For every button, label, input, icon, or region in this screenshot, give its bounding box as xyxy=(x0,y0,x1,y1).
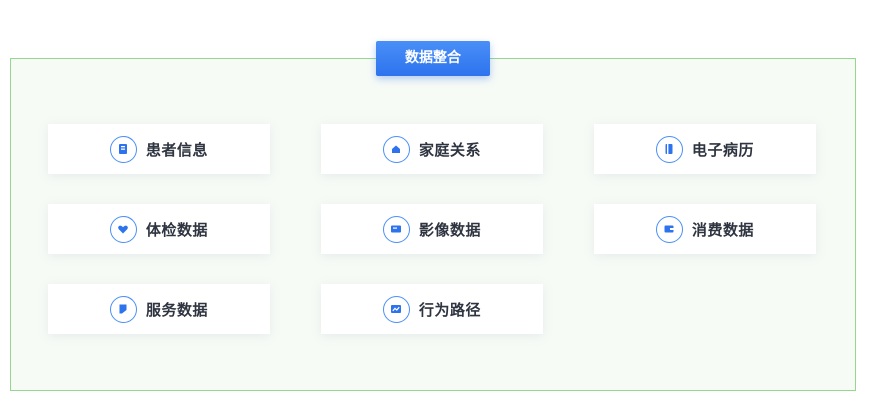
card-label: 电子病历 xyxy=(691,140,754,159)
card-label: 体检数据 xyxy=(145,220,208,239)
family-icon xyxy=(382,135,410,163)
heart-icon xyxy=(109,215,137,243)
card-label: 家庭关系 xyxy=(418,140,481,159)
patient-info-icon xyxy=(109,135,137,163)
medical-record-icon xyxy=(655,135,683,163)
data-integration-title[interactable]: 数据整合 xyxy=(376,41,490,76)
card-physical-exam-data[interactable]: 体检数据 xyxy=(48,204,270,254)
card-label: 消费数据 xyxy=(691,220,754,239)
card-label: 影像数据 xyxy=(418,220,481,239)
service-flag-icon xyxy=(109,295,137,323)
card-service-data[interactable]: 服务数据 xyxy=(48,284,270,334)
image-icon xyxy=(382,215,410,243)
card-label: 服务数据 xyxy=(145,300,208,319)
card-patient-info[interactable]: 患者信息 xyxy=(48,124,270,174)
card-behavior-path[interactable]: 行为路径 xyxy=(321,284,543,334)
card-label: 患者信息 xyxy=(145,140,208,159)
card-medical-record[interactable]: 电子病历 xyxy=(594,124,816,174)
card-label: 行为路径 xyxy=(418,300,481,319)
card-imaging-data[interactable]: 影像数据 xyxy=(321,204,543,254)
trend-icon xyxy=(382,295,410,323)
wallet-icon xyxy=(655,215,683,243)
card-family-relations[interactable]: 家庭关系 xyxy=(321,124,543,174)
card-consumption-data[interactable]: 消费数据 xyxy=(594,204,816,254)
